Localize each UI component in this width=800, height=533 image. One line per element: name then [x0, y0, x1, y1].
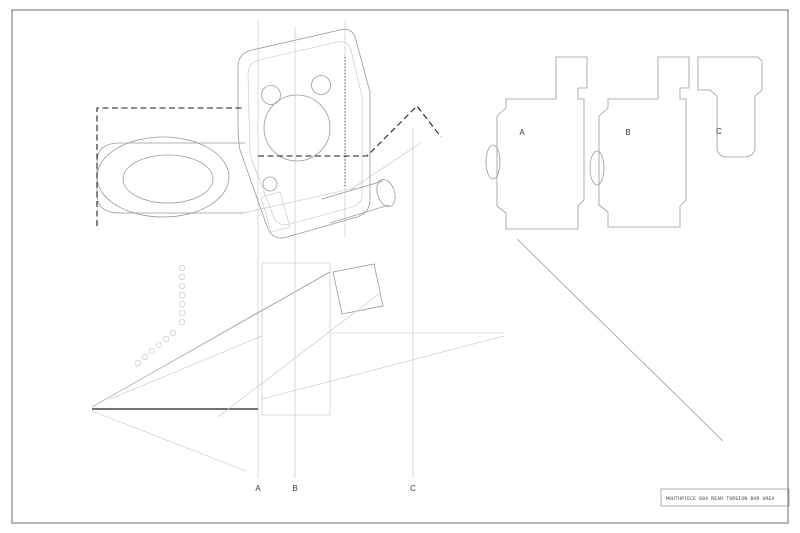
section-view-b: B — [589, 56, 690, 228]
cylinder-outer-ellipse — [96, 136, 230, 218]
lower-lug-outline — [260, 191, 291, 233]
rivet-hole — [141, 353, 149, 361]
datum-a-label: A — [255, 484, 261, 493]
section-views: A B C — [485, 56, 763, 230]
title-block-frame — [660, 488, 790, 507]
tip-inner-line — [109, 335, 263, 400]
leader-line — [516, 238, 724, 442]
rivet-hole — [178, 291, 186, 299]
section-c-profile — [697, 56, 763, 158]
stub-pipe-end-ellipse — [376, 179, 396, 207]
section-a-label: A — [519, 128, 525, 137]
datum-b-label: B — [292, 484, 297, 493]
rotated-plate-outline — [332, 263, 384, 315]
stub-pipe-bottom-line — [329, 204, 390, 224]
section-c-label: C — [716, 127, 722, 136]
datum-labels: A B C — [255, 484, 416, 493]
flange-rectangle — [261, 262, 331, 416]
rivet-hole — [162, 335, 170, 343]
cylinder-inner-ellipse — [122, 154, 214, 204]
title-block-text: MOUTHPIECE 004 REAR TORSION BAR AREA — [666, 496, 775, 502]
main-bore-circle — [263, 94, 331, 162]
construction-diagonal — [242, 187, 356, 214]
rivet-hole — [178, 264, 186, 272]
section-a-profile — [496, 56, 588, 230]
cylinder-body-outline — [96, 142, 245, 214]
bolt-hole — [262, 176, 278, 192]
bolt-hole — [261, 85, 281, 105]
construction-diagonal — [91, 410, 247, 472]
rivet-hole — [178, 282, 186, 290]
section-b-profile — [598, 56, 690, 228]
rivet-hole — [155, 341, 163, 349]
construction-diagonal — [217, 292, 381, 418]
rivet-hole — [178, 273, 186, 281]
section-b-pin-ellipse — [589, 150, 605, 186]
rivet-hole — [148, 347, 156, 355]
top-assembly-view — [96, 29, 442, 239]
rivet-hole — [178, 300, 186, 308]
rivet-holes-column — [178, 264, 186, 326]
rivet-hole — [178, 318, 186, 326]
side-profile-view — [91, 262, 505, 472]
construction-lines — [257, 20, 414, 478]
duct-bottom-line — [261, 335, 505, 400]
title-block: MOUTHPIECE 004 REAR TORSION BAR AREA — [660, 488, 790, 507]
section-a-pin-ellipse — [485, 144, 501, 180]
rivet-holes-diagonal — [134, 329, 177, 367]
rivet-hole — [178, 309, 186, 317]
bracket-outer-outline — [237, 29, 371, 239]
datum-c-label: C — [410, 484, 416, 493]
rivet-hole — [169, 329, 177, 337]
construction-diagonal — [349, 141, 423, 191]
section-view-c: C — [697, 56, 763, 158]
hidden-outline-dashed-left — [96, 107, 243, 226]
tip-inner-line — [91, 309, 263, 408]
rivet-hole — [134, 359, 142, 367]
bolt-hole — [311, 75, 331, 95]
section-b-label: B — [625, 128, 630, 137]
stub-pipe-top-line — [321, 180, 384, 200]
bracket-inner-outline — [247, 41, 363, 226]
sheet-border — [11, 9, 789, 524]
hidden-outline-dashed-right — [258, 105, 442, 157]
section-view-a: A — [485, 56, 588, 230]
